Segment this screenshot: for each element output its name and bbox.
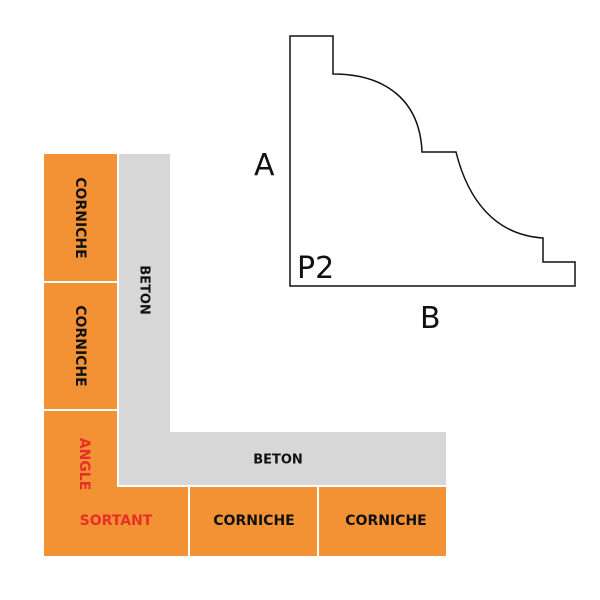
dimension-label-a: A [254,148,275,183]
dimension-label-b: B [420,301,441,336]
beton-vertical-strip [119,154,170,485]
corniche-vertical-block-2: CORNICHE [44,283,117,409]
corniche-horizontal-block-1: CORNICHE [190,487,317,556]
beton-vertical-label: BETON [137,265,152,315]
sortant-word-label: SORTANT [80,513,153,529]
corniche-horizontal-block-2: CORNICHE [319,487,446,556]
corniche-horizontal-label-2: CORNICHE [345,513,426,529]
beton-horizontal-strip [119,432,446,485]
block-background [190,487,317,556]
corniche-vertical-label-1: CORNICHE [72,177,88,258]
beton-horizontal-label: BETON [253,453,303,468]
corniche-vertical-label-2: CORNICHE [72,305,88,386]
profile-outline [289,35,576,287]
corner-block-shape [44,411,188,556]
block-background [44,154,117,281]
corniche-horizontal-label-1: CORNICHE [213,513,294,529]
corniche-vertical-block-1: CORNICHE [44,154,117,281]
angle-word-label: ANGLE [76,438,92,491]
profile-drawing: A B P2 [254,35,576,336]
block-background [319,487,446,556]
profile-code-label: P2 [297,251,334,286]
angle-sortant-block: ANGLE SORTANT [44,411,188,556]
block-background [44,283,117,409]
